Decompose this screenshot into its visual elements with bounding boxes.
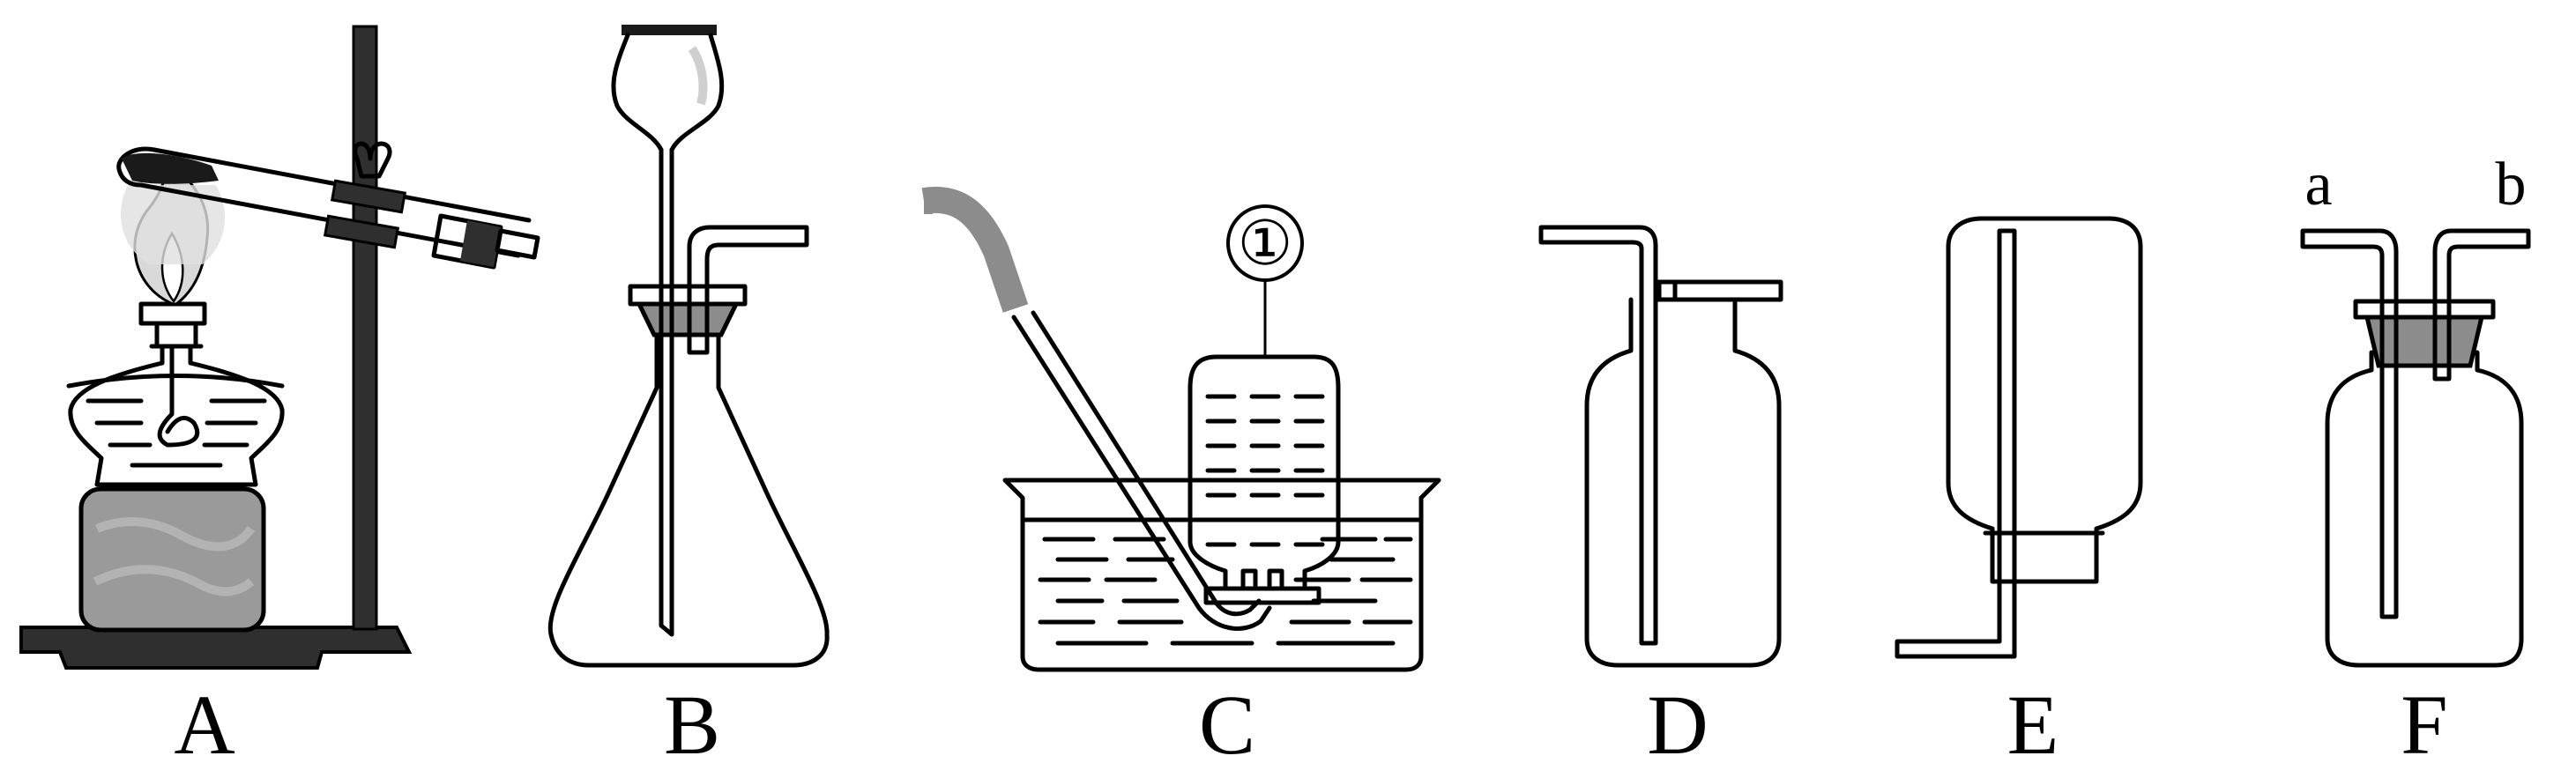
apparatus-d: D [1538,225,1783,772]
alcohol-lamp [68,344,285,487]
delivery-tube [687,225,809,342]
bottle-d [1584,297,1782,668]
tube-a [2300,228,2399,619]
solid-sample [122,152,219,184]
apparatus-f: a b F [2300,151,2531,772]
bottle-e [1946,216,2143,584]
apparatus-b: B [547,25,830,772]
apparatus-e: E [1895,216,2143,772]
conical-flask [547,315,830,668]
apparatus-a: A [19,25,540,772]
port-b-label: b [2496,151,2527,219]
label-e: E [2007,678,2059,772]
gas-collecting-bottle [1187,354,1341,605]
heat-block [78,486,266,633]
label-f: F [2401,678,2447,772]
tube-b [2432,228,2531,382]
water-trough [1002,478,1441,672]
stand-base [19,626,413,670]
marker-1-text: ① [1238,211,1293,278]
long-tube-d [1538,225,1658,646]
short-tube-d [1657,279,1678,302]
marker-1: ① [1226,204,1304,357]
bent-delivery-tube [921,186,1272,631]
clamp [323,141,407,249]
test-tube [116,146,540,270]
port-a-label: a [2304,151,2332,219]
label-b: B [664,678,720,772]
long-tube-e [1895,228,2017,659]
stand-rod [352,25,378,631]
label-a: A [174,678,235,772]
apparatus-c: ① C [921,186,1441,772]
bottle-f [2325,350,2524,668]
label-d: D [1647,678,1708,772]
long-stem-funnel [611,25,725,637]
label-c: C [1199,678,1255,772]
